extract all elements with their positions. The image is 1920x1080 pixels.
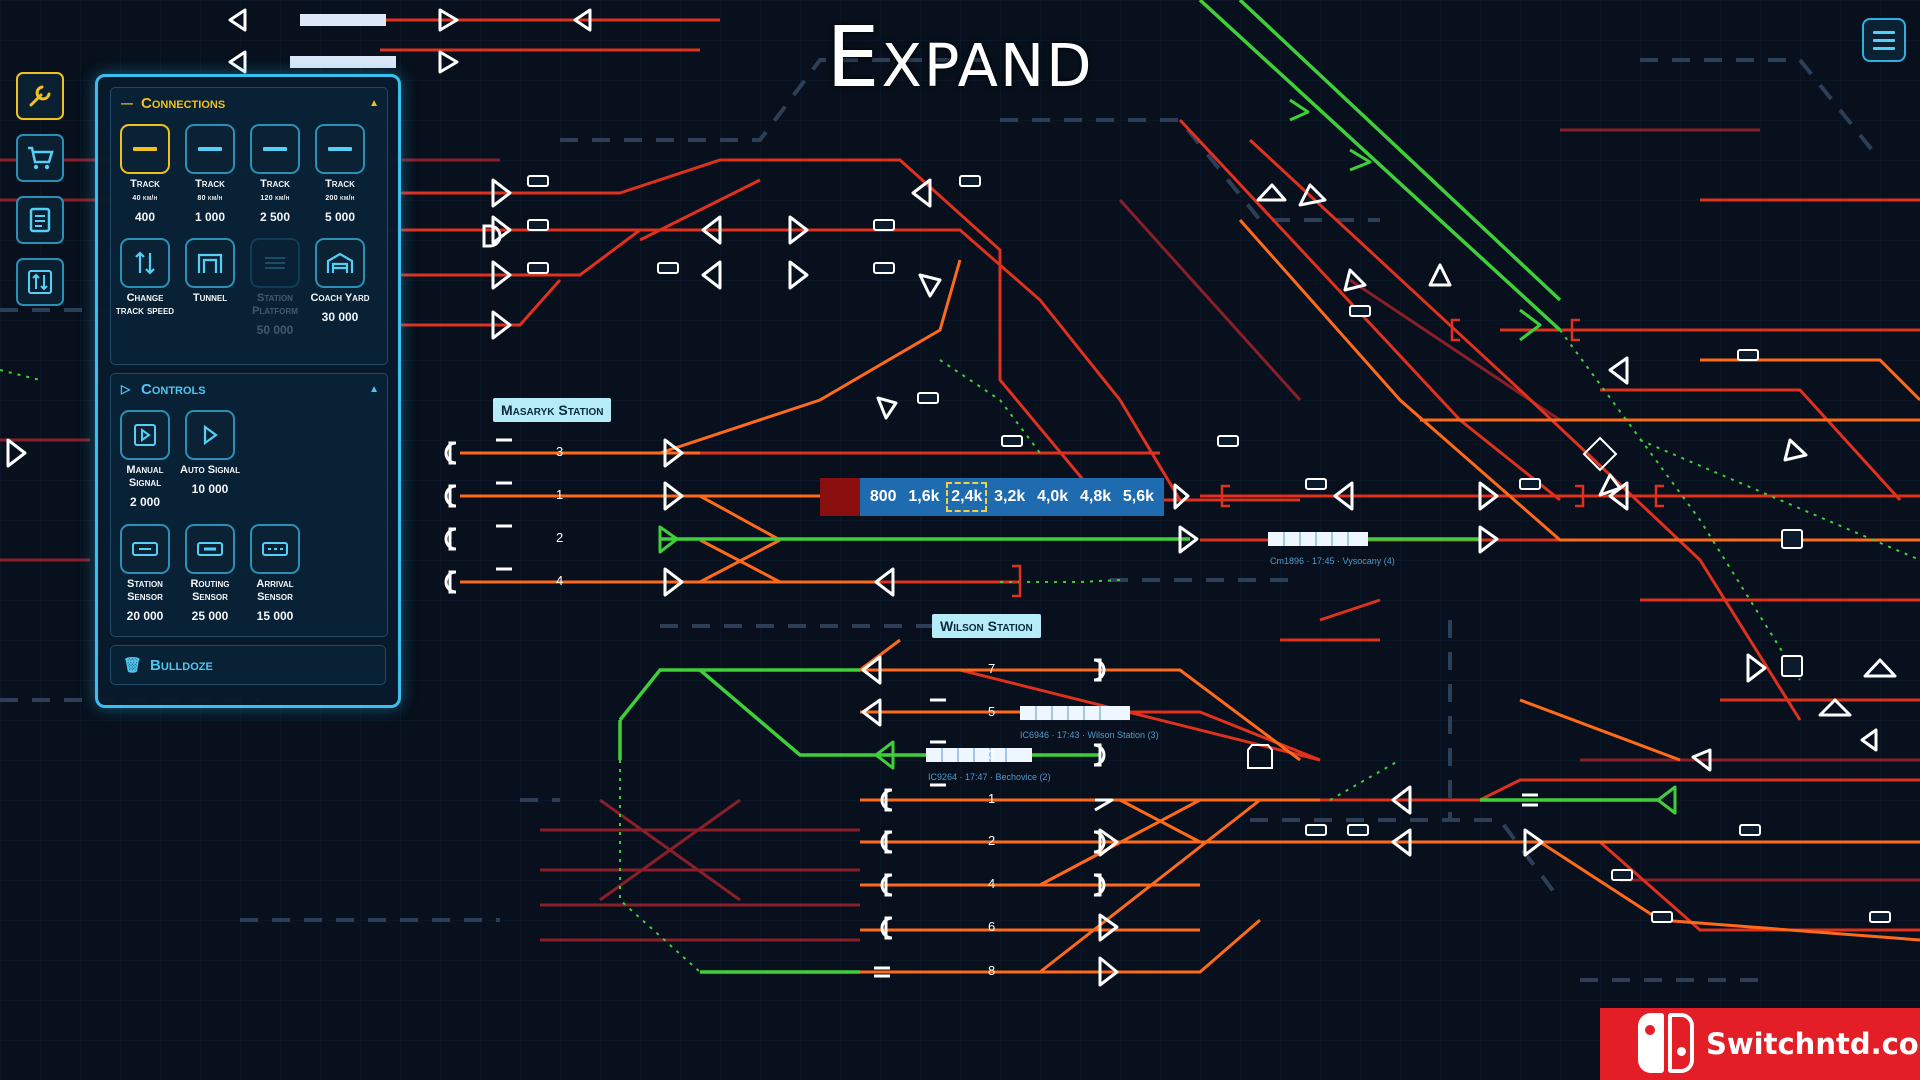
manual-signal-button[interactable]: Manual Signal 2 000 <box>114 410 176 509</box>
track-number: 3 <box>556 444 564 459</box>
connections-header[interactable]: —Connections▲ <box>121 94 379 112</box>
cart-icon[interactable] <box>16 134 64 182</box>
track-number: 8 <box>988 963 996 978</box>
watermark: Switchntd.com <box>1600 1008 1920 1080</box>
track-number: 6 <box>988 919 996 934</box>
speed-option[interactable]: 5,6k <box>1122 488 1155 505</box>
platform-icon <box>250 238 300 288</box>
auto-signal-button[interactable]: Auto Signal 10 000 <box>179 410 241 496</box>
coach-yard-icon <box>315 238 365 288</box>
station-sensor-icon <box>120 524 170 574</box>
auto-signal-icon <box>185 410 235 460</box>
wrench-icon[interactable] <box>16 72 64 120</box>
track-number: 2 <box>556 530 564 545</box>
station-sensor-button[interactable]: Station Sensor 20 000 <box>114 524 176 623</box>
track-number: 7 <box>988 661 996 676</box>
speed-option[interactable]: 800 <box>869 488 897 505</box>
screen-title: Expand <box>826 8 1094 106</box>
track-number: 2 <box>988 833 996 848</box>
track-number: 3 <box>988 747 996 762</box>
track-number: 5 <box>988 704 996 719</box>
train-caption[interactable]: IC9264 · 17:47 · Bechovice (2) <box>928 772 1051 782</box>
track-icon <box>250 124 300 174</box>
tunnel-icon <box>185 238 235 288</box>
track-number: 4 <box>988 876 996 891</box>
speed-option-selected[interactable]: 2,4k <box>946 482 988 512</box>
train-caption[interactable]: IC6946 · 17:43 · Wilson Station (3) <box>1020 730 1159 740</box>
speed-option[interactable]: 4,8k <box>1079 488 1112 505</box>
switch-logo-icon <box>1638 1013 1694 1075</box>
swap-icon[interactable] <box>16 258 64 306</box>
watermark-text: Switchntd.com <box>1706 1027 1920 1061</box>
routing-sensor-icon <box>185 524 235 574</box>
controls-title: Controls <box>141 380 206 398</box>
track-icon <box>315 124 365 174</box>
track-icon <box>120 124 170 174</box>
wilson-station-label[interactable]: Wilson Station <box>932 614 1041 638</box>
left-toolbar <box>16 72 66 320</box>
track-number: 1 <box>988 791 996 806</box>
coach-yard-button[interactable]: Coach Yard 30 000 <box>309 238 371 324</box>
bulldoze-button[interactable]: 🗑 Bulldoze <box>110 645 386 685</box>
train-caption[interactable]: Cm1896 · 17:45 · Vysocany (4) <box>1270 556 1395 566</box>
trash-icon: 🗑 <box>123 657 143 674</box>
controls-section: ▷Controls▲ Manual Signal 2 000 Auto Sign… <box>110 373 388 637</box>
arrival-sensor-icon <box>250 524 300 574</box>
menu-icon[interactable] <box>1862 18 1906 62</box>
track-icon <box>185 124 235 174</box>
speed-option[interactable]: 3,2k <box>994 488 1026 505</box>
manual-signal-icon <box>120 410 170 460</box>
bulldoze-label: Bulldoze <box>150 656 213 674</box>
tunnel-button[interactable]: Tunnel <box>179 238 241 305</box>
speed-option[interactable]: 1,6k <box>908 488 940 505</box>
speed-bar-edge <box>820 478 862 516</box>
track-speed-selector: 800 1,6k 2,4k 3,2k 4,0k 4,8k 5,6k <box>860 478 1164 516</box>
track-number: 4 <box>556 573 564 588</box>
change-track-speed-button[interactable]: Change track speed <box>114 238 176 318</box>
station-platform-button[interactable]: Station Platform 50 000 <box>244 238 306 337</box>
arrival-sensor-button[interactable]: Arrival Sensor 15 000 <box>244 524 306 623</box>
masaryk-station-label[interactable]: Masaryk Station <box>493 398 612 422</box>
routing-sensor-button[interactable]: Routing Sensor 25 000 <box>179 524 241 623</box>
connections-title: Connections <box>141 94 226 112</box>
list-icon[interactable] <box>16 196 64 244</box>
controls-header[interactable]: ▷Controls▲ <box>121 380 379 398</box>
change-speed-icon <box>120 238 170 288</box>
speed-option[interactable]: 4,0k <box>1037 488 1069 505</box>
track-number: 1 <box>556 487 564 502</box>
